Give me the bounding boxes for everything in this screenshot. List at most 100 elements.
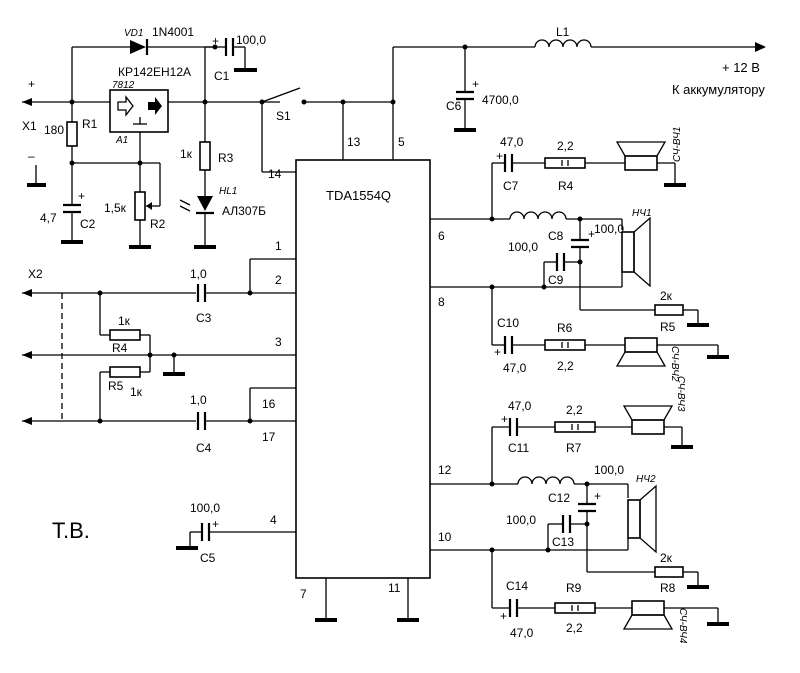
r5-input-label: R5 [108,379,124,393]
vd1-type: 1N4001 [152,25,194,39]
r6-value: 2,2 [557,359,574,373]
to-battery-label: К аккумулятору [672,82,765,97]
resistor-r5-out: 2к R5 [580,289,709,334]
led-hl1: HL1 АЛ307Б [179,186,266,249]
c10-r6-branch: + C10 47,0 R6 2,2 [491,287,625,375]
capacitor-c2: + 4,7 C2 [40,163,96,244]
capacitor-c8: + C8 100,0 [548,219,624,310]
r9-label: R9 [566,581,582,595]
speaker-hf1: СЧ-ВЧ1 [615,127,686,187]
speaker-hf2: СЧ-ВЧ2 [615,337,729,382]
svg-text:+: + [212,517,219,531]
woofer-nch2: НЧ2 [627,474,657,554]
pin-13: 13 [347,135,361,149]
hl1-type: АЛ307Б [222,204,266,218]
r3-value: 1к [180,147,193,161]
c1-label: C1 [214,69,230,83]
r3-label: R3 [218,151,234,165]
c2-value: 4,7 [40,211,57,225]
svg-text:+: + [500,609,507,623]
switch-s1: S1 [259,87,393,123]
pin-16: 16 [262,397,276,411]
pin-11: 11 [388,581,401,595]
woofer-nch1-label: НЧ1 [632,208,652,219]
c4-value: 1,0 [190,393,207,407]
svg-text:+: + [496,149,503,163]
c7-label: C7 [503,179,519,193]
c1-value: 100,0 [236,33,266,47]
pin-6: 6 [438,229,445,243]
resistor-r3: 1к R3 [180,102,234,196]
regulator-a1-label: A1 [115,135,128,146]
r5-input-value: 1к [130,385,143,399]
c4-label: C4 [196,441,212,455]
x1-minus-label: – [28,149,35,163]
x2-connector: X2 [22,267,296,425]
r2-value: 1,5к [104,201,127,215]
r4-input-value: 1к [118,314,131,328]
c6-value: 4700,0 [482,93,519,107]
capacitor-c5: + 100,0 C5 [176,501,296,565]
pin-14: 14 [268,167,282,181]
r2-label: R2 [150,217,166,231]
resistor-r8: 2к R8 [587,551,709,595]
hl1-label: HL1 [219,186,237,197]
svg-text:+: + [501,412,508,426]
r4-out-label: R4 [558,179,574,193]
diode-vd1: VD1 1N4001 [71,25,215,102]
x2-label: X2 [28,267,43,281]
woofer-nch1: НЧ1 [621,208,652,288]
tv-label: Т.В. [52,518,90,543]
l1-label: L1 [556,25,570,39]
c13-value: 100,0 [506,513,536,527]
capacitor-c1: + 100,0 C1 [212,33,266,83]
c9-label: C9 [548,273,564,287]
c13-label: C13 [552,535,574,549]
supply-line: L1 + 12 В К аккумулятору [342,25,766,160]
regulator-7812: 7812 [112,80,135,91]
r4-out-value: 2,2 [557,139,574,153]
speaker-hf4-label: СЧ-ВЧ4 [677,608,688,644]
r1-value: 180 [44,123,64,137]
svg-text:+: + [78,189,85,203]
resistor-r1: R1 180 [44,102,98,163]
pin-12: 12 [438,463,452,477]
c8-value: 100,0 [594,222,624,236]
pin-8: 8 [438,295,445,309]
vd1-label: VD1 [124,28,143,39]
r8-label: R8 [660,581,676,595]
c8-label: C8 [548,229,564,243]
pin-17: 17 [262,430,276,444]
svg-text:+: + [494,345,501,359]
potentiometer-r2: 1,5к R2 [104,162,166,249]
r8-value: 2к [660,551,673,565]
x1-plus-label: + [28,77,35,91]
r5-out-value: 2к [660,289,673,303]
svg-text:+: + [472,77,479,91]
c5-label: C5 [200,551,216,565]
c11-value: 47,0 [508,399,532,413]
pin-10: 10 [438,530,452,544]
ic-label: TDA1554Q [326,188,391,203]
c9-value: 100,0 [508,240,538,254]
capacitor-c12: + C12 100,0 [548,463,624,572]
r7-value: 2,2 [566,403,583,417]
pin-4: 4 [270,513,277,527]
pin-2: 2 [275,273,282,287]
speaker-hf3: СЧ-ВЧ3 [622,376,693,449]
r6-label: R6 [557,321,573,335]
c6-label: C6 [446,99,462,113]
c10-value: 47,0 [503,361,527,375]
r1-label: R1 [82,117,98,131]
svg-text:+: + [588,227,595,241]
speaker-hf4: СЧ-ВЧ4 [622,600,729,644]
r4-input-label: R4 [112,341,128,355]
c10-label: C10 [497,316,519,330]
c14-r9-branch: + C14 47,0 R9 2,2 [491,550,632,640]
c12-label: C12 [548,491,570,505]
capacitor-c6: + C6 4700,0 [446,47,519,132]
resistor-r5-input: R5 1к [99,355,151,421]
pin-1: 1 [275,239,282,253]
pin-5: 5 [398,135,405,149]
